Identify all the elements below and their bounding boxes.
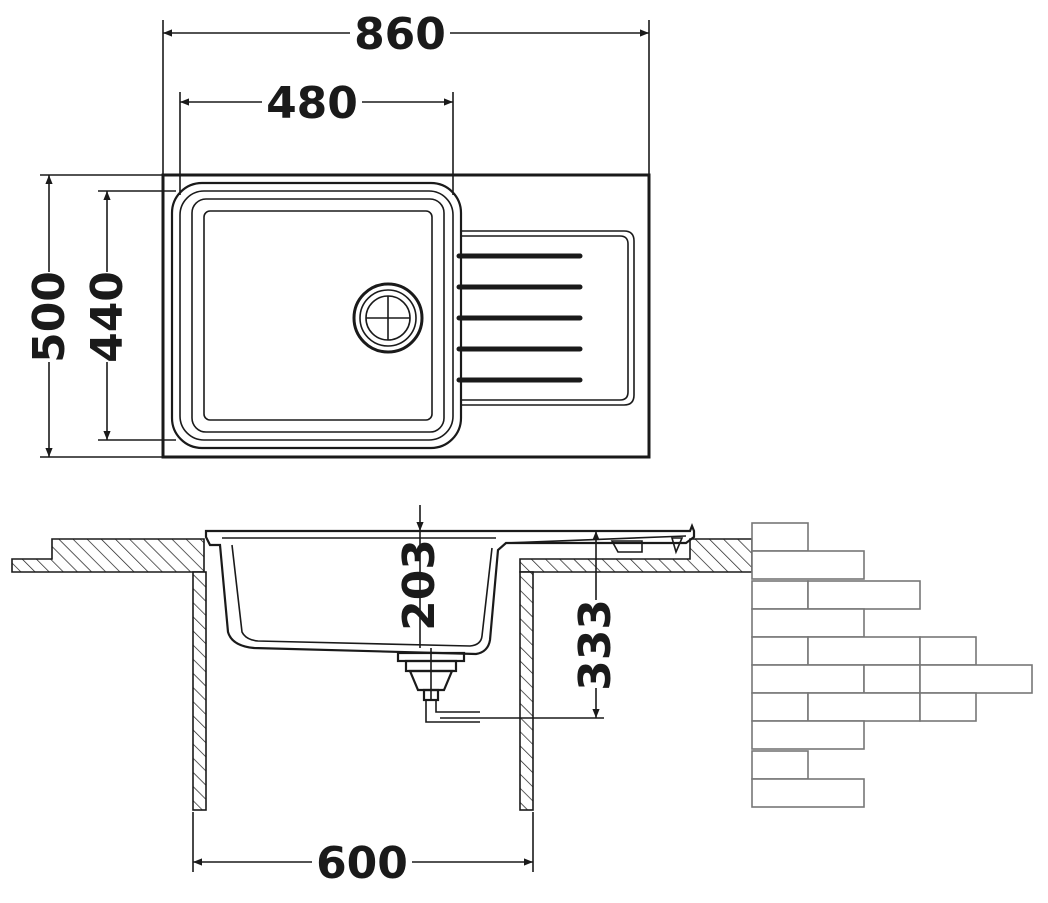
dimension-overall-width: 860 xyxy=(162,9,650,175)
dimension-cabinet-width: 600 xyxy=(192,812,534,889)
dimension-overall-depth: 500 xyxy=(24,174,163,458)
overall-width-label: 860 xyxy=(354,9,446,60)
dimension-bowl-depth: 440 xyxy=(82,190,176,441)
dimension-drain-height: 333 xyxy=(440,531,621,719)
drainer-board-outline xyxy=(461,230,635,406)
section-view: 203 333 600 xyxy=(11,505,1033,889)
bowl-rim-outer xyxy=(170,181,463,450)
drain-fitting-section xyxy=(396,648,480,723)
brick-wall xyxy=(751,522,1033,808)
bowl-basin-outer xyxy=(191,198,445,433)
overall-depth-label: 500 xyxy=(24,271,75,363)
sink-outline xyxy=(161,173,651,459)
drainer-grooves xyxy=(456,253,583,383)
cabinet-width-label: 600 xyxy=(316,838,408,889)
dimension-bowl-width: 480 xyxy=(179,78,454,195)
bowl-height-label: 203 xyxy=(394,539,445,631)
dimension-bowl-height: 203 xyxy=(394,505,445,648)
drain-height-label: 333 xyxy=(570,599,621,691)
countertop-left xyxy=(11,538,205,573)
cabinet-wall-left xyxy=(192,571,207,811)
bowl-rim-inner xyxy=(179,190,454,441)
bowl-width-label: 480 xyxy=(266,78,358,129)
cabinet-wall-right xyxy=(519,571,534,811)
bowl-depth-label: 440 xyxy=(82,271,133,363)
bowl-basin-inner xyxy=(203,210,433,421)
top-view: 860 480 500 440 xyxy=(24,9,651,459)
drain-top xyxy=(352,282,424,354)
